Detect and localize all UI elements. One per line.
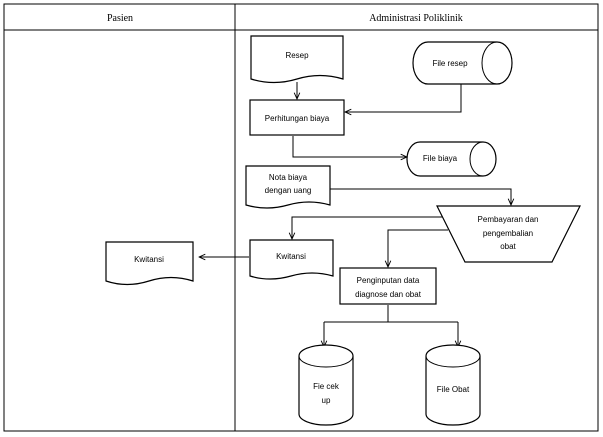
flow-perhitungan-to-filebiaya [292,136,407,157]
document-resep: Resep [250,35,344,84]
process-penginputan: Penginputan data diagnose dan obat [339,267,437,305]
storage-file-biaya: File biaya [406,141,497,177]
manual-pembayaran: Pembayaran dan pengembalian obat [436,205,581,263]
document-kwitansi-pasien: Kwitansi [105,241,194,286]
storage-file-biaya-label: File biaya [423,154,458,163]
lane-header-pasien: Pasien [107,13,133,24]
manual-pembayaran-line1: Pembayaran dan [478,215,539,224]
flow-pembayaran-to-penginputan [388,229,448,267]
storage-file-resep: File resep [412,41,513,85]
document-nota-biaya-line1: Nota biaya [269,173,308,182]
process-penginputan-line2: diagnose dan obat [355,290,422,299]
flow-nota-to-pembayaran [330,188,511,205]
storage-file-cekup-line2: up [322,396,331,405]
flow-fileresep-to-perhitungan [345,84,462,112]
flow-pembayaran-to-kwitansi [292,216,446,239]
process-perhitungan-biaya: Perhitungan biaya [249,99,345,136]
document-resep-label: Resep [285,51,309,60]
document-kwitansi-pasien-label: Kwitansi [134,255,164,264]
storage-file-resep-label: File resep [432,59,468,68]
storage-file-obat-label: File Obat [437,385,470,394]
storage-file-cekup-line1: Fie cek [313,382,340,391]
storage-file-cekup: Fie cek up [298,344,354,426]
process-penginputan-line1: Penginputan data [357,276,420,285]
document-nota-biaya-line2: dengan uang [265,186,312,195]
document-kwitansi-admin-label: Kwitansi [276,252,306,261]
manual-pembayaran-line2: pengembalian [483,229,533,238]
lane-header-administrasi: Administrasi Poliklinik [369,13,463,24]
document-kwitansi-admin: Kwitansi [249,239,334,280]
document-nota-biaya: Nota biaya dengan uang [245,165,331,209]
swimlane-frame [3,3,599,432]
manual-pembayaran-line3: obat [500,242,516,251]
process-perhitungan-biaya-label: Perhitungan biaya [265,114,330,123]
connectors [199,82,511,347]
storage-file-obat: File Obat [425,344,481,426]
